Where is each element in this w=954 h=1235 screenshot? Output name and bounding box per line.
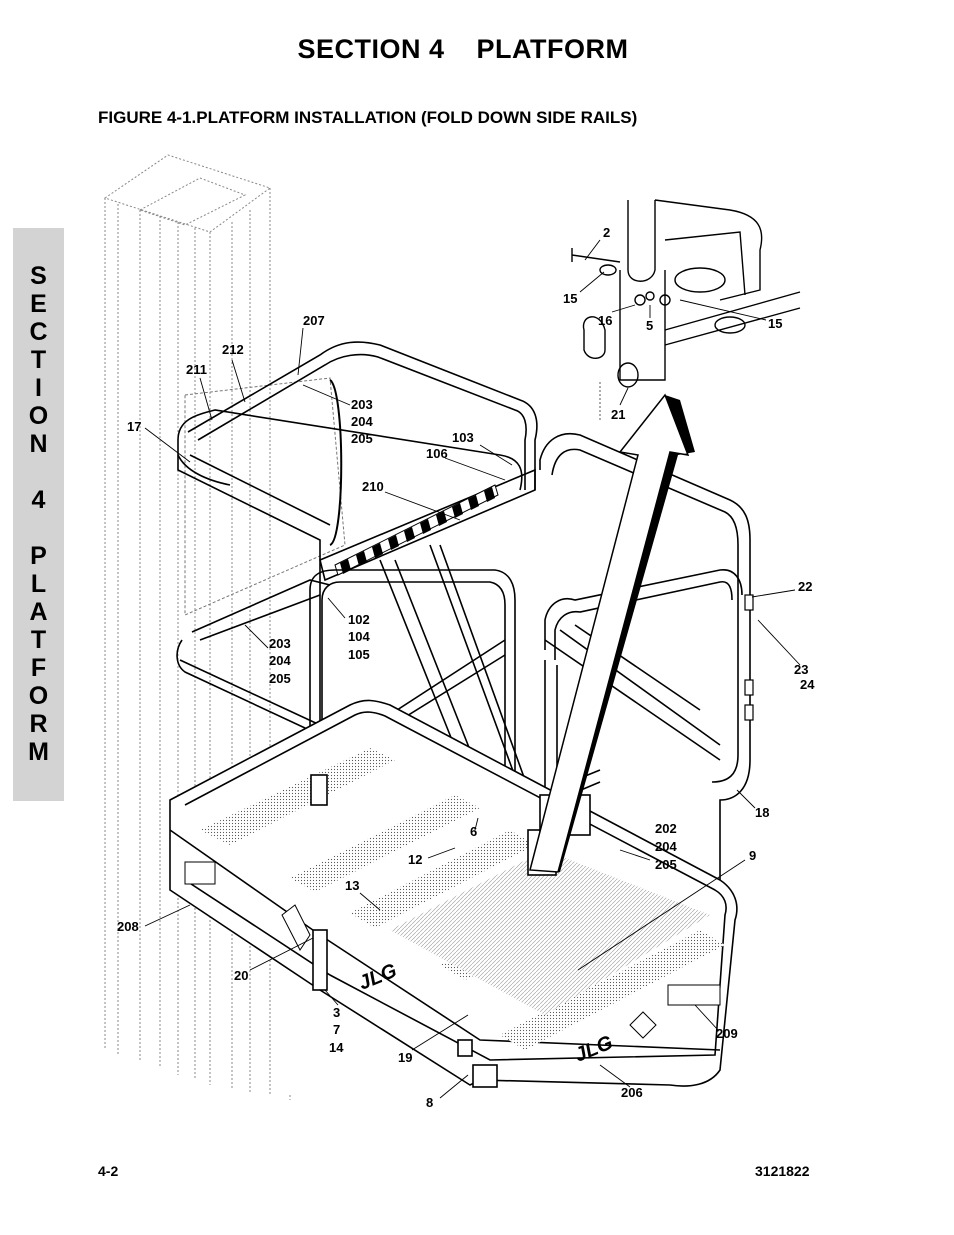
callout-9: 9 <box>749 848 756 863</box>
callout-22: 22 <box>798 579 812 594</box>
callout-16: 16 <box>598 313 612 328</box>
callout-3: 3 <box>333 1005 340 1020</box>
callout-203: 203 <box>351 397 373 412</box>
callout-12: 12 <box>408 852 422 867</box>
callout-7: 7 <box>333 1022 340 1037</box>
side-tab-letter: F <box>30 654 47 682</box>
callout-202: 202 <box>655 821 677 836</box>
plate-edge <box>329 379 343 546</box>
side-tab-letter: M <box>28 738 49 766</box>
callout-203b: 203 <box>269 636 291 651</box>
callout-103: 103 <box>452 430 474 445</box>
side-tab-letter: S <box>30 262 47 290</box>
callout-18: 18 <box>755 805 769 820</box>
callout-205c: 205 <box>655 857 677 872</box>
callout-21: 21 <box>611 407 625 422</box>
callout-2: 2 <box>603 225 610 240</box>
detail-arrow <box>529 393 695 873</box>
callout-17: 17 <box>127 419 141 434</box>
side-fold-rail <box>539 433 751 930</box>
callout-5: 5 <box>646 318 653 333</box>
callout-23: 23 <box>794 662 808 677</box>
platform-floor <box>169 699 738 1087</box>
side-tab-letter: 4 <box>31 486 46 514</box>
callout-206: 206 <box>621 1085 643 1100</box>
side-tab-letter: A <box>29 598 48 626</box>
hazard-stripe <box>334 484 499 576</box>
upper-rail-assembly <box>176 341 538 770</box>
callouts: 2 15 16 5 15 21 207 212 211 17 203 204 2… <box>117 225 815 1110</box>
callout-20: 20 <box>234 968 248 983</box>
callout-205b: 205 <box>269 671 291 686</box>
callout-13: 13 <box>345 878 359 893</box>
side-tab-letter: P <box>30 542 47 570</box>
callout-211: 211 <box>186 362 207 377</box>
mount-plate <box>184 377 346 616</box>
callout-207: 207 <box>303 313 325 328</box>
callout-104: 104 <box>348 629 370 644</box>
detail-inset <box>571 199 801 420</box>
side-tab-letter: N <box>29 430 48 458</box>
mast-column <box>103 154 291 1100</box>
callout-24: 24 <box>800 677 815 692</box>
callout-209: 209 <box>716 1026 738 1041</box>
side-tab-letter: R <box>29 710 48 738</box>
callout-19: 19 <box>398 1050 412 1065</box>
callout-204c: 204 <box>655 839 677 854</box>
callout-210: 210 <box>362 479 384 494</box>
callout-6: 6 <box>470 824 477 839</box>
callout-14: 14 <box>329 1040 344 1055</box>
page-number: 4-2 <box>98 1163 119 1179</box>
callout-106: 106 <box>426 446 448 461</box>
callout-8: 8 <box>426 1095 433 1110</box>
callout-204: 204 <box>351 414 373 429</box>
side-tab-letter: T <box>30 346 47 374</box>
side-tab-letter: O <box>28 402 49 430</box>
side-tab-letter: T <box>30 626 47 654</box>
side-tab-letter: L <box>30 570 47 598</box>
section-title: SECTION 4 PLATFORM <box>297 34 629 64</box>
section-side-tab: S E C T I O N 4 P L A T F O R M <box>13 228 64 801</box>
callout-204b: 204 <box>269 653 291 668</box>
side-tab-letter: I <box>35 374 42 402</box>
side-tab-letter: E <box>30 290 47 318</box>
leader-lines <box>144 239 801 1099</box>
callout-208: 208 <box>117 919 139 934</box>
callout-15b: 15 <box>768 316 782 331</box>
side-tab-letter: O <box>28 682 49 710</box>
callout-102: 102 <box>348 612 370 627</box>
side-tab-letter: C <box>29 318 48 346</box>
callout-205: 205 <box>351 431 373 446</box>
document-number: 3121822 <box>755 1163 810 1179</box>
callout-212: 212 <box>222 342 244 357</box>
hinge-brackets <box>744 594 754 721</box>
callout-105: 105 <box>348 647 370 662</box>
figure-title: FIGURE 4-1.PLATFORM INSTALLATION (FOLD D… <box>98 108 638 127</box>
callout-15: 15 <box>563 291 577 306</box>
